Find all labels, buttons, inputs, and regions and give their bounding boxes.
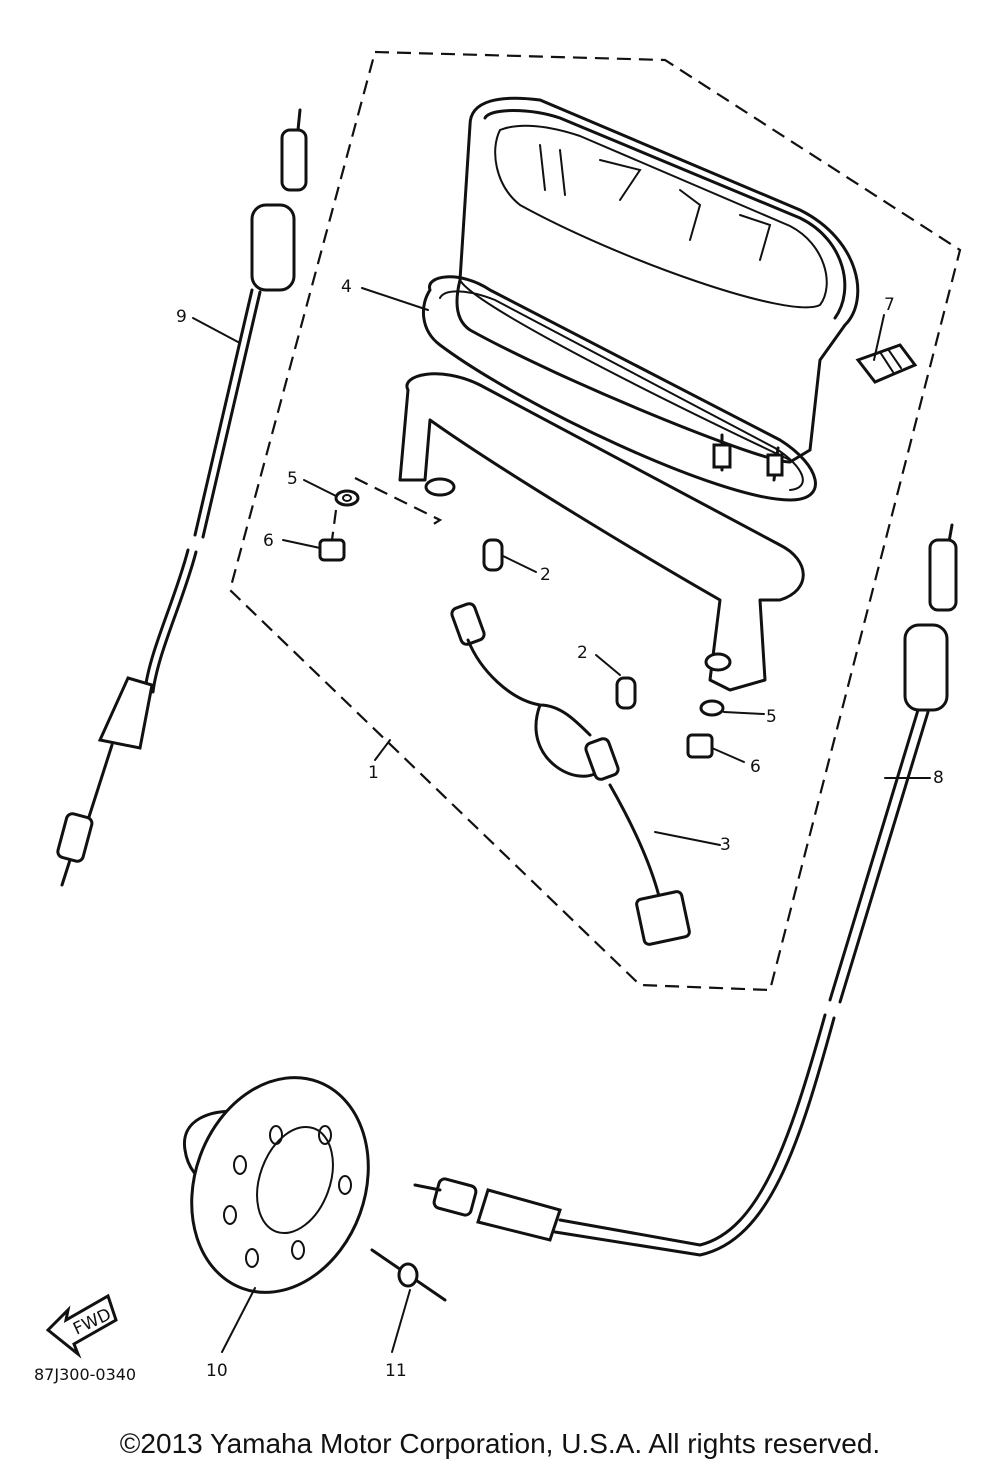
cable-left	[56, 108, 308, 887]
callout-3: 3	[720, 835, 731, 855]
gear-unit	[183, 1076, 370, 1294]
callout-9: 9	[176, 307, 187, 327]
assembly-boundary	[228, 50, 962, 992]
wire-harness	[450, 602, 691, 946]
washer-right	[699, 699, 725, 717]
bracket	[398, 372, 805, 692]
callout-2a: 2	[540, 565, 551, 585]
callout-2b: 2	[577, 643, 588, 663]
callout-8: 8	[933, 768, 944, 788]
callout-10: 10	[206, 1361, 228, 1381]
gasket	[421, 275, 817, 502]
cable-right	[413, 523, 958, 1257]
pin	[370, 1248, 447, 1302]
washer-left	[334, 489, 360, 507]
bulb-upper	[482, 538, 504, 572]
diagram-code: 87J300-0340	[34, 1365, 136, 1384]
bulb-lower	[615, 676, 637, 710]
callout-4: 4	[341, 277, 352, 297]
nut-left	[318, 538, 346, 562]
speedometer-unit	[455, 96, 918, 482]
nut-right	[686, 733, 714, 759]
callout-6a: 6	[263, 531, 274, 551]
copyright-notice: ©2013 Yamaha Motor Corporation, U.S.A. A…	[119, 1428, 881, 1459]
callout-7: 7	[884, 295, 895, 315]
callout-1: 1	[368, 763, 379, 783]
callout-5a: 5	[287, 469, 298, 489]
leader-lines	[192, 287, 931, 1353]
callout-11: 11	[385, 1361, 407, 1381]
callout-6b: 6	[750, 757, 761, 777]
callout-5b: 5	[766, 707, 777, 727]
forward-arrow-icon: FWD	[45, 1293, 118, 1359]
